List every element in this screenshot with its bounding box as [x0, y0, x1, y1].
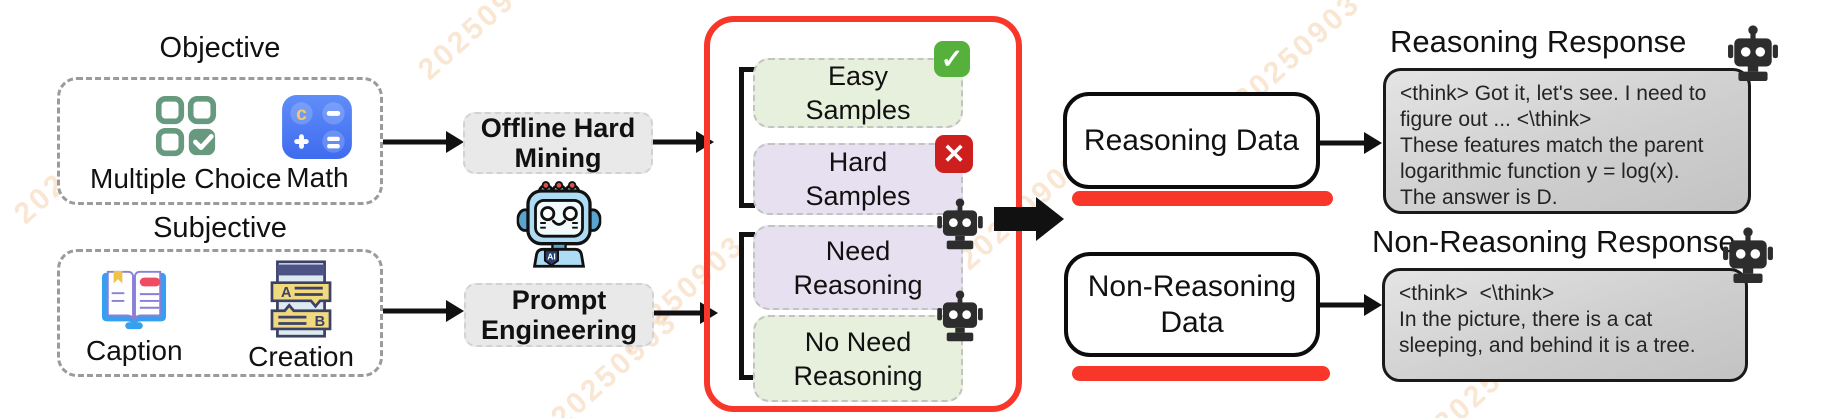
hard-samples-label: Hard Samples — [805, 147, 911, 211]
response-line: sleeping, and behind it is a tree. — [1399, 334, 1696, 357]
non-reasoning-data-underline — [1072, 366, 1330, 381]
response-line: logarithmic function y = log(x). — [1400, 160, 1680, 183]
creation-label: Creation — [248, 340, 354, 372]
check-badge-icon: ✓ — [934, 41, 970, 77]
caption-icon — [97, 266, 171, 332]
arrow-subjective-to-prompt — [383, 300, 464, 322]
no-need-reasoning-box: No Need Reasoning — [753, 315, 963, 402]
ai-robot-icon — [516, 176, 602, 270]
math-item: Math — [281, 95, 353, 194]
subjective-title: Subjective — [153, 212, 287, 244]
objective-title: Objective — [159, 32, 281, 64]
arrow-non-reasoning-data-to-response — [1320, 294, 1382, 316]
caption-label: Caption — [86, 334, 183, 366]
need-reasoning-label: Need Reasoning — [793, 235, 923, 300]
robot-icon — [1722, 226, 1774, 288]
reasoning-data-box: Reasoning Data — [1063, 92, 1320, 189]
easy-samples-box: Easy Samples — [753, 58, 963, 128]
multiple-choice-label: Multiple Choice — [90, 162, 282, 194]
non-reasoning-data-box: Non-Reasoning Data — [1064, 252, 1320, 357]
math-label: Math — [286, 161, 349, 193]
cross-badge-icon: ✕ — [935, 135, 973, 173]
bracket-hard-mining — [739, 67, 755, 208]
non-reasoning-response-title: Non-Reasoning Response — [1372, 224, 1736, 259]
creation-icon — [269, 260, 333, 338]
reasoning-response-box: <think> Got it, let's see. I need to fig… — [1383, 68, 1751, 214]
prompt-engineering-box: Prompt Engineering — [464, 283, 654, 347]
hard-samples-box: Hard Samples — [753, 143, 963, 215]
offline-hard-mining-label: Offline Hard Mining — [480, 113, 636, 173]
no-need-reasoning-label: No Need Reasoning — [793, 326, 923, 391]
reasoning-data-label: Reasoning Data — [1083, 123, 1300, 157]
subjective-box: Caption Creation — [57, 249, 383, 377]
math-icon — [281, 95, 353, 159]
caption-item: Caption — [86, 266, 183, 367]
response-line: The answer is D. — [1400, 186, 1558, 209]
creation-item: Creation — [248, 260, 354, 373]
non-reasoning-data-label: Non-Reasoning Data — [1087, 269, 1297, 339]
need-reasoning-box: Need Reasoning — [753, 225, 963, 310]
prompt-engineering-label: Prompt Engineering — [480, 285, 637, 345]
offline-hard-mining-box: Offline Hard Mining — [463, 112, 653, 174]
robot-icon — [936, 198, 984, 253]
arrow-objective-to-mining — [383, 131, 464, 153]
robot-icon — [936, 290, 984, 345]
easy-samples-label: Easy Samples — [805, 61, 911, 125]
objective-box: Multiple Choice Math — [57, 77, 383, 205]
watermark: 20250903 — [412, 0, 552, 87]
non-reasoning-response-box: <think> <\think> In the picture, there i… — [1382, 268, 1748, 382]
reasoning-response-title: Reasoning Response — [1390, 24, 1687, 59]
multiple-choice-icon — [155, 94, 217, 160]
multiple-choice-item: Multiple Choice — [90, 94, 281, 195]
reasoning-data-underline — [1072, 191, 1333, 206]
response-line: figure out ... <\think> — [1400, 108, 1592, 131]
arrow-samples-to-data — [994, 197, 1064, 241]
response-line: <think> <\think> — [1399, 282, 1555, 305]
arrow-reasoning-data-to-response — [1320, 132, 1382, 154]
response-line: In the picture, there is a cat — [1399, 308, 1653, 331]
bracket-prompt — [739, 232, 755, 380]
response-line: These features match the parent — [1400, 134, 1704, 157]
robot-icon — [1727, 24, 1779, 86]
response-line: <think> Got it, let's see. I need to — [1400, 82, 1707, 105]
